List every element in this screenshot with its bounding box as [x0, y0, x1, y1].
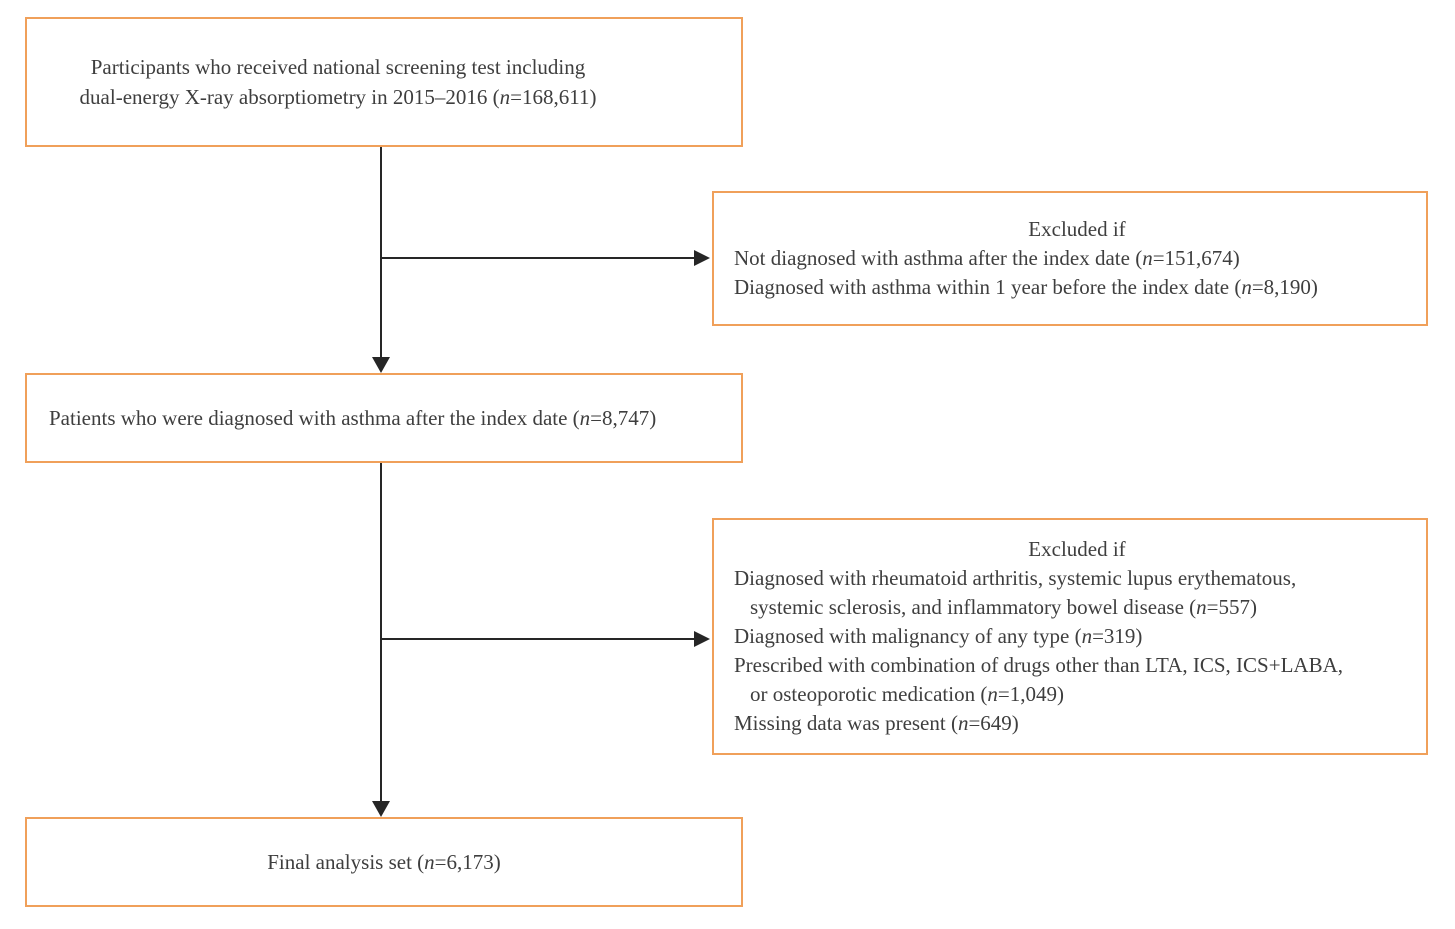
excluded-2-item-3-line-2: or osteoporotic medication (n=1,049): [750, 682, 1064, 706]
excluded-1-item-2: Diagnosed with asthma within 1 year befo…: [734, 275, 1318, 299]
box-participants: Participants who received national scree…: [25, 17, 743, 147]
arrowhead-right-icon: [694, 250, 710, 266]
n-italic: n: [1196, 595, 1207, 619]
excluded-1-text: Excluded if Not diagnosed with asthma af…: [714, 215, 1426, 302]
excluded-2-item-4: Missing data was present (n=649): [734, 711, 1019, 735]
participants-text: Participants who received national scree…: [27, 52, 741, 112]
arrowhead-down-icon: [372, 801, 390, 817]
box-asthma-patients: Patients who were diagnosed with asthma …: [25, 373, 743, 463]
box-excluded-2: Excluded if Diagnosed with rheumatoid ar…: [712, 518, 1428, 755]
n-italic: n: [1241, 275, 1252, 299]
box-final-analysis: Final analysis set (n=6,173): [25, 817, 743, 907]
n-italic: n: [1142, 246, 1153, 270]
asthma-patients-text: Patients who were diagnosed with asthma …: [49, 405, 657, 430]
excluded-1-item-1: Not diagnosed with asthma after the inde…: [734, 246, 1240, 270]
arrowhead-down-icon: [372, 357, 390, 373]
excluded-2-item-1-line-2: systemic sclerosis, and inflammatory bow…: [750, 595, 1257, 619]
arrowhead-right-icon: [694, 631, 710, 647]
n-italic: n: [579, 405, 591, 430]
n-italic: n: [499, 85, 511, 109]
excluded-2-item-1-line-1: Diagnosed with rheumatoid arthritis, sys…: [734, 566, 1297, 590]
excluded-2-item-2: Diagnosed with malignancy of any type (n…: [734, 624, 1143, 648]
final-analysis-text: Final analysis set (n=6,173): [267, 849, 501, 874]
excluded-2-text: Excluded if Diagnosed with rheumatoid ar…: [714, 535, 1426, 738]
n-italic: n: [957, 711, 969, 735]
participants-line-2: dual-energy X-ray absorptiometry in 2015…: [79, 85, 597, 109]
arrow-line-to-excluded-2: [381, 638, 695, 640]
n-italic: n: [987, 682, 998, 706]
arrow-line-top-to-asthma: [380, 147, 382, 358]
n-italic: n: [424, 849, 435, 874]
excluded-2-title: Excluded if: [1028, 537, 1126, 561]
box-excluded-1: Excluded if Not diagnosed with asthma af…: [712, 191, 1428, 326]
arrow-line-to-excluded-1: [381, 257, 695, 259]
arrow-line-asthma-to-final: [380, 463, 382, 802]
excluded-2-item-3-line-1: Prescribed with combination of drugs oth…: [734, 653, 1343, 677]
excluded-1-title: Excluded if: [1028, 217, 1126, 241]
participants-line-1: Participants who received national scree…: [90, 55, 586, 79]
n-italic: n: [1081, 624, 1093, 648]
